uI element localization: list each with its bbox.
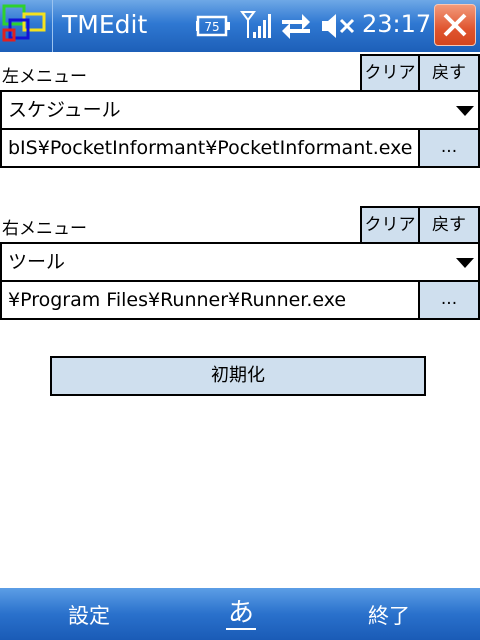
battery-level: 75 <box>204 20 219 34</box>
right-menu-label: 右メニュー <box>2 219 87 239</box>
ime-underline <box>226 628 256 630</box>
right-clear-button[interactable]: クリア <box>360 206 420 244</box>
signal-icon[interactable] <box>240 10 272 42</box>
left-browse-button[interactable]: ... <box>418 128 480 168</box>
right-revert-button[interactable]: 戻す <box>418 206 480 244</box>
settings-softkey[interactable]: 設定 <box>68 604 110 628</box>
title-separator <box>52 0 53 52</box>
softkey-bar: 設定 あ 終了 <box>0 588 480 640</box>
title-bar: TMEdit 75 23:17 <box>0 0 480 52</box>
left-revert-button[interactable]: 戻す <box>418 54 480 92</box>
sync-icon[interactable] <box>280 10 312 42</box>
left-menu-selected: スケジュール <box>8 99 121 121</box>
right-menu-dropdown[interactable]: ツール <box>0 242 480 282</box>
left-menu-dropdown[interactable]: スケジュール <box>0 90 480 130</box>
windows-start-icon[interactable] <box>0 0 52 52</box>
right-browse-button[interactable]: ... <box>418 280 480 320</box>
right-menu-selected: ツール <box>8 251 66 273</box>
ime-toggle[interactable]: あ <box>227 598 254 628</box>
battery-icon[interactable]: 75 <box>196 10 232 40</box>
clock: 23:17 <box>362 10 432 38</box>
close-icon <box>443 13 467 37</box>
chevron-down-icon <box>456 106 474 116</box>
volume-mute-icon[interactable] <box>320 10 356 42</box>
left-menu-label: 左メニュー <box>2 67 87 87</box>
close-button[interactable] <box>434 4 476 46</box>
left-clear-button[interactable]: クリア <box>360 54 420 92</box>
exit-softkey[interactable]: 終了 <box>368 604 410 628</box>
app-title: TMEdit <box>62 10 148 39</box>
initialize-button[interactable]: 初期化 <box>50 356 426 396</box>
left-menu-path-input[interactable]: bIS¥PocketInformant¥PocketInformant.exe <box>0 128 420 168</box>
right-menu-path-input[interactable]: ¥Program Files¥Runner¥Runner.exe <box>0 280 420 320</box>
chevron-down-icon <box>456 258 474 268</box>
